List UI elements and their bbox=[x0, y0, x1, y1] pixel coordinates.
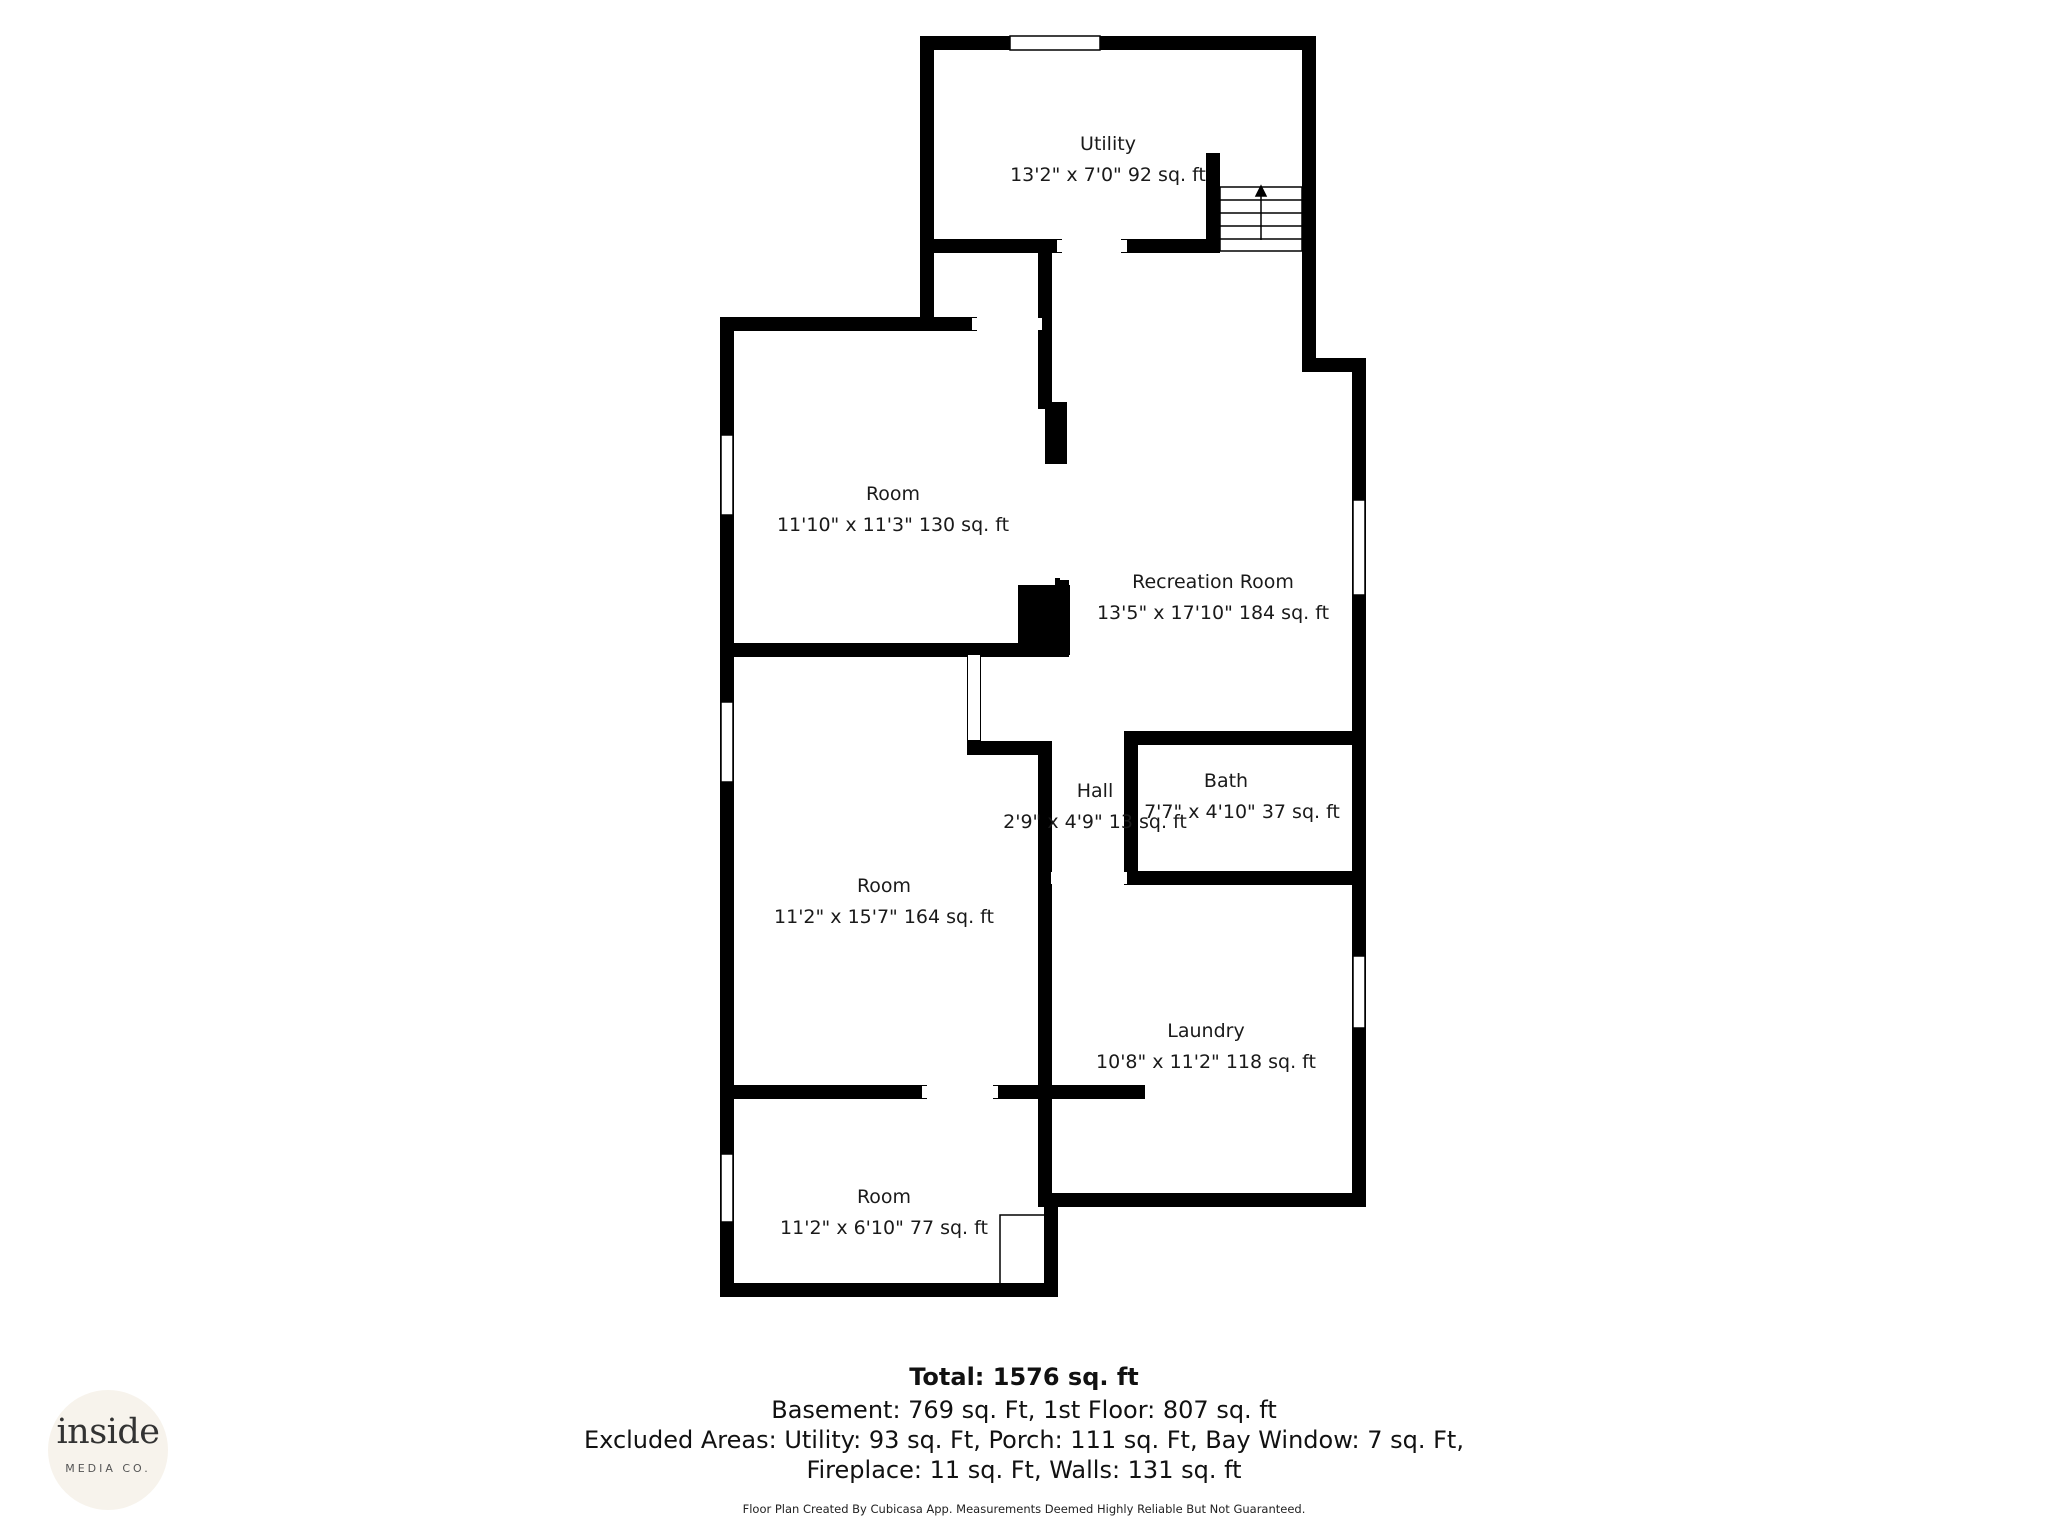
logo-subtitle: MEDIA CO. bbox=[65, 1462, 151, 1475]
floor-breakdown: Basement: 769 sq. Ft, 1st Floor: 807 sq.… bbox=[771, 1396, 1277, 1424]
room-name-hall: Hall bbox=[1077, 780, 1114, 802]
wall-blocks bbox=[1018, 402, 1070, 655]
room-size-bath: 7'7" x 4'10" 37 sq. ft bbox=[1144, 801, 1340, 823]
disclaimer: Floor Plan Created By Cubicasa App. Meas… bbox=[742, 1502, 1306, 1516]
windows bbox=[720, 35, 1366, 1223]
walls bbox=[720, 36, 1366, 1297]
room-name-utility: Utility bbox=[1080, 133, 1136, 155]
room-size-room-2: 11'2" x 15'7" 164 sq. ft bbox=[774, 906, 994, 928]
excluded-areas: Excluded Areas: Utility: 93 sq. Ft, Porc… bbox=[584, 1426, 1464, 1454]
logo-wordmark: inside bbox=[56, 1412, 160, 1452]
room-size-recreation-room: 13'5" x 17'10" 184 sq. ft bbox=[1097, 602, 1329, 624]
excluded-areas-continued: Fireplace: 11 sq. Ft, Walls: 131 sq. ft bbox=[806, 1456, 1242, 1484]
room-name-laundry: Laundry bbox=[1167, 1020, 1244, 1042]
room-name-bath: Bath bbox=[1204, 770, 1248, 792]
room-size-hall: 2'9" x 4'9" 13 sq. ft bbox=[1003, 811, 1187, 833]
room-size-utility: 13'2" x 7'0" 92 sq. ft bbox=[1010, 164, 1206, 186]
door-openings bbox=[922, 240, 1127, 1098]
total-area: Total: 1576 sq. ft bbox=[909, 1363, 1139, 1391]
room-size-room-3: 11'2" x 6'10" 77 sq. ft bbox=[780, 1217, 988, 1239]
room-name-room-3: Room bbox=[857, 1186, 911, 1208]
room-size-room-1: 11'10" x 11'3" 130 sq. ft bbox=[777, 514, 1009, 536]
stairs bbox=[1219, 184, 1303, 252]
room-name-room-1: Room bbox=[866, 483, 920, 505]
room-name-room-2: Room bbox=[857, 875, 911, 897]
brand-logo: inside MEDIA CO. bbox=[48, 1390, 168, 1510]
room-name-recreation-room: Recreation Room bbox=[1132, 571, 1294, 593]
room-labels: Utility 13'2" x 7'0" 92 sq. ft Room 11'1… bbox=[774, 133, 1340, 1239]
closet bbox=[999, 1214, 1046, 1286]
room-size-laundry: 10'8" x 11'2" 118 sq. ft bbox=[1096, 1051, 1316, 1073]
